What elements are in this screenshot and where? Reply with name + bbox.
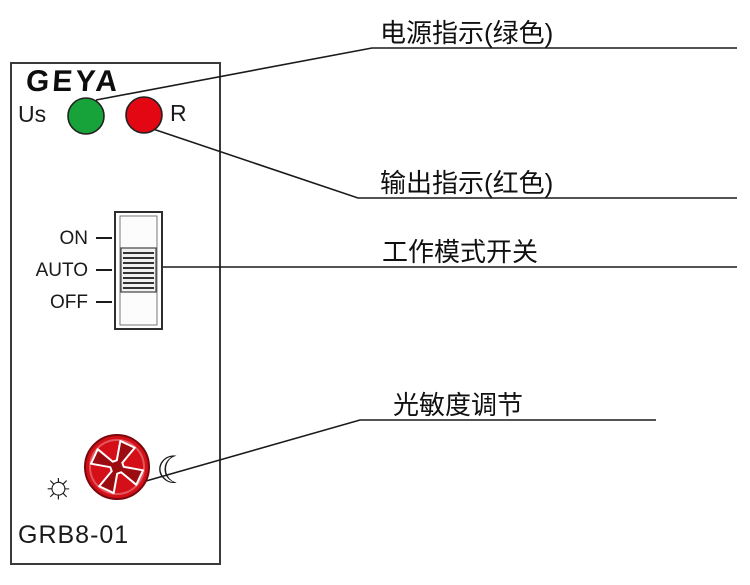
moon-icon: ☾: [156, 450, 191, 492]
sun-icon: ☼: [42, 464, 75, 505]
output-led-label: R: [170, 100, 187, 126]
mode-switch: [114, 211, 163, 330]
knob-cross-icon: [89, 439, 145, 495]
mode-switch-knob: [120, 247, 157, 293]
mode-switch-grip: [123, 252, 154, 289]
callout-line-power: [95, 47, 737, 101]
callout-output-label: 输出指示(红色): [380, 168, 554, 198]
callout-mode-label: 工作模式开关: [382, 237, 539, 267]
callout-sensitivity-label: 光敏度调节: [393, 390, 524, 420]
callout-power-label: 电源指示(绿色): [380, 18, 554, 48]
switch-position-label-on: ON: [59, 228, 89, 249]
power-led: [67, 97, 105, 135]
callout-line-sensitivity: [145, 419, 656, 482]
sensitivity-knob: [84, 434, 150, 500]
power-led-label: Us: [18, 101, 47, 127]
switch-position-label-off: OFF: [50, 292, 88, 313]
callout-line-output: [149, 127, 737, 199]
model-label: GRB8-01: [18, 521, 130, 549]
output-led: [125, 96, 163, 134]
switch-position-label-auto: AUTO: [35, 260, 88, 281]
brand-logo: GEYA: [24, 65, 122, 98]
